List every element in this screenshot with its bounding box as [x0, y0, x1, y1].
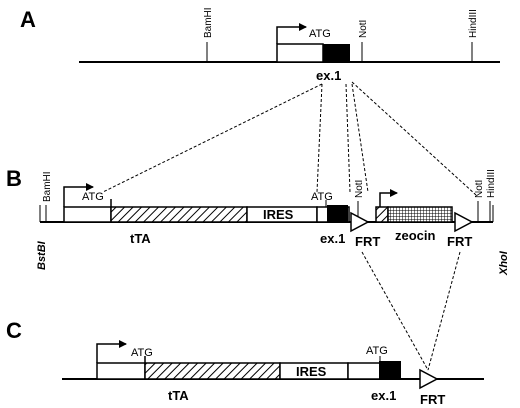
- panel-b-tta-box: [110, 206, 248, 223]
- panel-c-utr-box: [96, 362, 146, 380]
- frt-left-label: FRT: [355, 234, 380, 249]
- panel-b-letter: B: [6, 166, 22, 191]
- connector-line: [345, 83, 351, 193]
- connector-line: [102, 83, 323, 193]
- noti-site-label: NotI: [354, 180, 365, 198]
- panel-b-atg-left-label: ATG: [82, 191, 104, 203]
- panel-a-exon1-box: [323, 44, 350, 62]
- panel-b: B BamHI BstBI IRES ATG ATG NotI FRT zeoc…: [6, 166, 510, 276]
- connector-line: [316, 83, 323, 193]
- panel-c-utr2-box: [347, 362, 381, 380]
- frt-right-triangle: [454, 211, 474, 233]
- noti-site-label: NotI: [358, 20, 369, 38]
- panel-c-tta-box: [144, 362, 281, 380]
- panel-b-tta-label: tTA: [130, 231, 151, 246]
- zeocin-promoter-box: [375, 206, 389, 223]
- panel-a-transcription-start-arrow: [276, 23, 307, 44]
- panel-b-exon-label: ex.1: [320, 231, 345, 246]
- panel-c-transcription-start-arrow: [96, 340, 127, 363]
- panel-a-utr-box: [276, 43, 324, 63]
- frt-left-triangle: [350, 211, 370, 233]
- panel-b-exon1-box: [327, 205, 348, 222]
- connector-line: [361, 251, 429, 371]
- zeocin-promoter-arrow: [379, 189, 398, 207]
- zeocin-label: zeocin: [395, 228, 436, 243]
- panel-b-ires-label: IRES: [263, 207, 294, 222]
- panel-c-letter: C: [6, 318, 22, 343]
- connector-line: [351, 83, 369, 193]
- connectors-a-to-b: [102, 81, 477, 196]
- panel-a-letter: A: [20, 7, 36, 32]
- noti-site-label: NotI: [474, 180, 485, 198]
- connector-line: [351, 81, 477, 196]
- panel-a: A BamHI NotI HindIII ATG ex.1: [20, 7, 500, 83]
- frt-label: FRT: [420, 392, 445, 407]
- zeocin-box: [387, 206, 453, 223]
- panel-c-ires-label: IRES: [296, 364, 327, 379]
- bamhi-site-label: BamHI: [42, 171, 53, 202]
- panel-a-atg-label: ATG: [309, 28, 331, 40]
- panel-c-atg-right-label: ATG: [366, 345, 388, 357]
- panel-c-exon-label: ex.1: [371, 388, 396, 403]
- panel-b-transcription-start-arrow: [63, 183, 94, 207]
- panel-c: C IRES ATG ATG FRT tTA ex.1: [6, 318, 484, 407]
- hindiii-site-label: HindIII: [486, 169, 497, 198]
- frt-triangle: [419, 368, 439, 390]
- bamhi-site-label: BamHI: [203, 7, 214, 38]
- frt-right-label: FRT: [447, 234, 472, 249]
- panel-b-utr-box: [63, 206, 112, 223]
- connector-line: [427, 251, 461, 371]
- panel-c-exon1-box: [379, 361, 401, 379]
- panel-b-atg-right-label: ATG: [311, 191, 333, 203]
- connectors-b-to-c: [361, 251, 461, 371]
- xhoi-site-label: XhoI: [498, 250, 510, 276]
- panel-c-atg-left-label: ATG: [131, 347, 153, 359]
- hindiii-site-label: HindIII: [468, 9, 479, 38]
- panel-c-tta-label: tTA: [168, 388, 189, 403]
- panel-a-exon-label: ex.1: [316, 68, 341, 83]
- bstbi-site-label: BstBI: [36, 240, 48, 270]
